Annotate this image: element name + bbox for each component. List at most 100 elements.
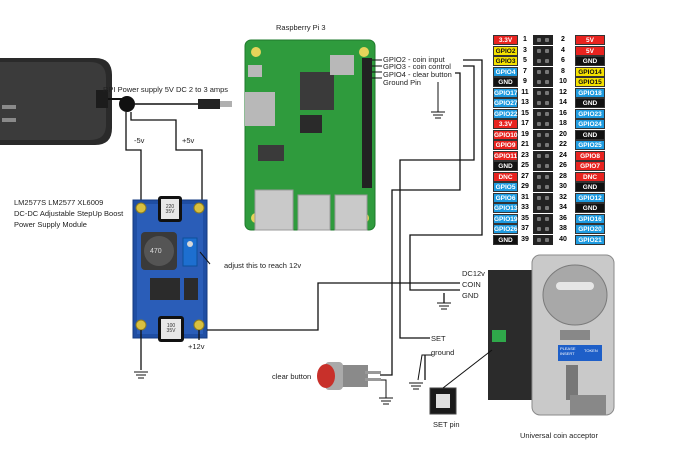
pin-right-number: 2 (561, 36, 565, 43)
pin-right-label: 5V (575, 35, 605, 45)
pin-left-number: 1 (523, 36, 527, 43)
pin-right-label: GPIO15 (575, 77, 605, 87)
header-pins (533, 98, 553, 108)
dc12v-label: DC12v (462, 269, 485, 278)
pin-right-number: 18 (559, 120, 567, 127)
pin-right-label: GPIO18 (575, 87, 605, 98)
header-pins (533, 224, 553, 234)
acceptor-label-3: TOKEN (584, 348, 598, 353)
header-pins (533, 66, 553, 77)
pin-left-label: 3.3V (493, 119, 518, 129)
pin-left-number: 15 (521, 109, 529, 117)
pin-right-label: GND (575, 182, 605, 192)
set-pin-label: SET pin (433, 420, 460, 429)
header-pins (533, 140, 553, 150)
pin-left-label: GPIO5 (493, 182, 518, 192)
header-pins (533, 108, 553, 119)
pin-right-number: 14 (559, 99, 567, 106)
pin-right-number: 4 (561, 46, 565, 54)
barrel-connector (119, 96, 135, 112)
pin-left-label: GPIO2 (493, 45, 518, 56)
gpio4-label: GPIO4 - clear button (383, 70, 452, 79)
header-pins (533, 77, 553, 87)
pin-right-label: GPIO12 (575, 192, 605, 203)
header-pins (533, 192, 553, 203)
set-label: SET (431, 334, 446, 343)
pin-right-label: GND (575, 98, 605, 108)
pin-left-number: 9 (523, 78, 527, 85)
header-pins (533, 150, 553, 161)
header-pins (533, 129, 553, 140)
header-pins (533, 119, 553, 129)
pin-right-label: GPIO7 (575, 161, 605, 171)
pin-left-number: 33 (521, 204, 529, 211)
clear-button-switch (317, 362, 381, 390)
out-cap-text: 100 35V (166, 323, 176, 334)
pin-left-label: GPIO3 (493, 56, 518, 66)
module-line-1: LM2577S LM2577 XL6009 (14, 198, 104, 207)
micro-usb-plug (198, 99, 232, 109)
pin-left-number: 7 (523, 67, 527, 75)
gpio2-label: GPIO2 - coin input (383, 55, 445, 64)
ground-pin-label: Ground Pin (383, 78, 421, 87)
pin-left-number: 31 (521, 193, 529, 201)
pos5v-label: +5v (182, 136, 195, 145)
pin-right-label: GPIO21 (575, 234, 605, 245)
pin-left-label: GPIO26 (493, 224, 518, 234)
gpio3-label: GPIO3 - coin control (383, 62, 451, 71)
power-supply-label: RPI Power supply 5V DC 2 to 3 amps (103, 85, 229, 94)
reg-cap-text: 220 35V (165, 204, 175, 215)
pin-left-label: GPIO13 (493, 203, 518, 213)
pin-right-label: GPIO20 (575, 224, 605, 234)
set-pin (429, 387, 457, 415)
header-pins (533, 171, 553, 182)
pin-left-label: GND (493, 161, 518, 171)
coin-acceptor-label: Universal coin acceptor (520, 431, 598, 440)
pin-left-number: 39 (521, 235, 529, 243)
header-pins (533, 203, 553, 213)
pin-right-number: 32 (559, 193, 567, 201)
pin-left-number: 3 (523, 46, 527, 54)
pin-right-label: GPIO24 (575, 119, 605, 129)
pin-right-label: GND (575, 129, 605, 140)
header-pins (533, 234, 553, 245)
pin-right-label: GND (575, 56, 605, 66)
pin-right-number: 6 (561, 57, 565, 64)
pin-left-label: GND (493, 234, 518, 245)
acceptor-label-2: INSERT (560, 351, 575, 356)
raspberry-pi-board (244, 39, 376, 231)
pin-right-label: GPIO16 (575, 213, 605, 224)
pin-right-number: 28 (559, 172, 567, 180)
pin-right-number: 40 (559, 235, 567, 243)
header-pins (533, 182, 553, 192)
boost-module (132, 196, 208, 342)
power-adapter (0, 58, 112, 145)
gnd-label: GND (462, 291, 479, 300)
pin-left-label: GPIO10 (493, 129, 518, 140)
module-line-2: DC-DC Adjustable StepUp Boost (14, 209, 124, 218)
acceptor-label-1: PLEASE (560, 346, 576, 351)
pin-left-number: 13 (521, 99, 529, 106)
pin-right-number: 26 (559, 162, 567, 169)
pin-left-number: 35 (521, 214, 529, 222)
header-pins (533, 213, 553, 224)
pin-right-number: 36 (559, 214, 567, 222)
pin-left-number: 19 (521, 130, 529, 138)
ground-symbol (134, 371, 148, 379)
pin-left-label: GPIO4 (493, 66, 518, 77)
